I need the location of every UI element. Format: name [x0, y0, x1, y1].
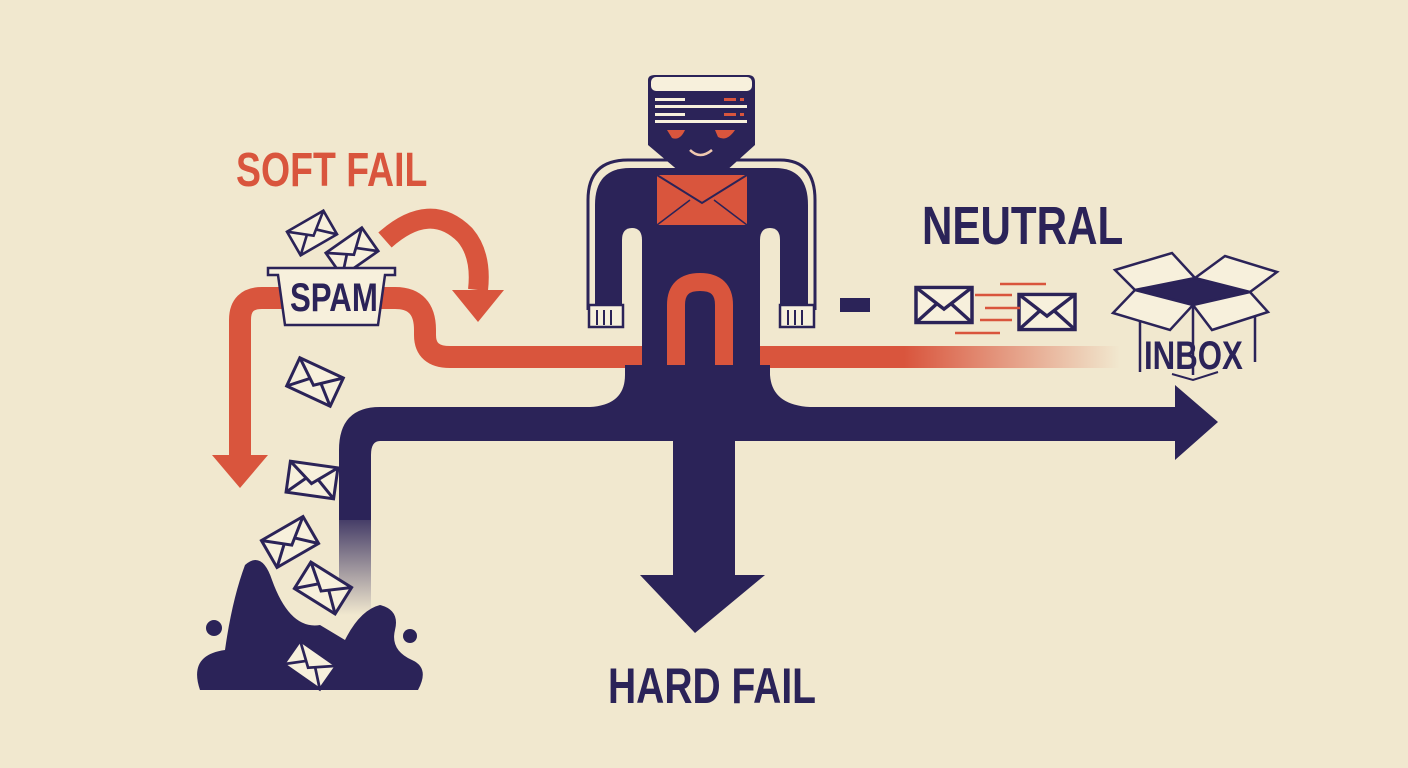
inbox-label: INBOX [1144, 334, 1243, 378]
spam-label: SPAM [290, 276, 378, 320]
hard-fail-label: HARD FAIL [608, 658, 816, 714]
splash-blob [197, 560, 423, 690]
dash-icon [840, 298, 870, 312]
gatekeeper-figure [586, 75, 817, 365]
navy-flow-path [339, 365, 1218, 633]
curved-red-arrow [378, 208, 489, 292]
neutral-envelopes [840, 282, 1077, 335]
neutral-label: NEUTRAL [922, 196, 1124, 256]
inbox-box [1110, 251, 1280, 382]
soft-fail-label: SOFT FAIL [236, 144, 428, 197]
spam-bin [266, 209, 397, 327]
